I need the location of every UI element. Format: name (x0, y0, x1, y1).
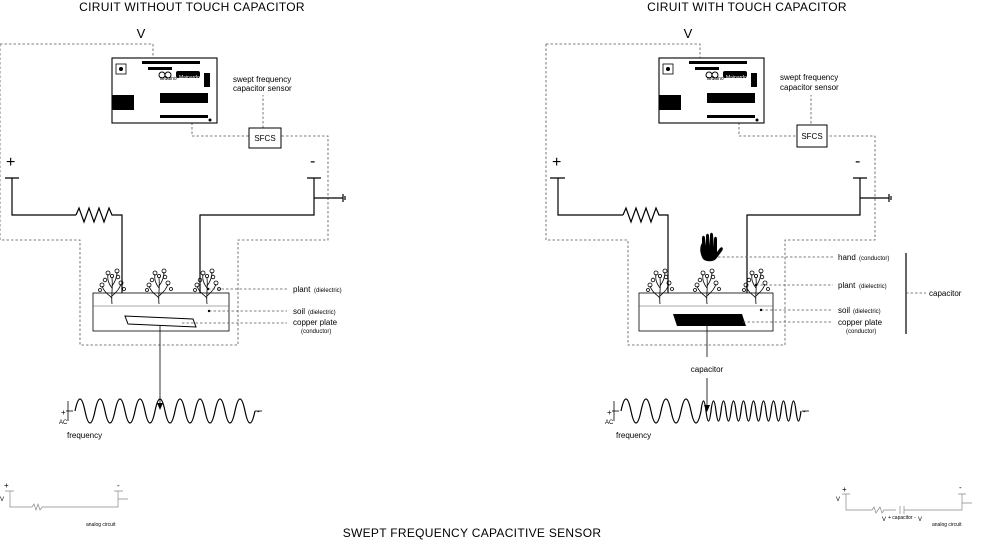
left-mini-circuit (5, 490, 128, 512)
left-resistor (75, 206, 123, 320)
right-copper-plate (673, 314, 746, 326)
left-sensor-label-1: swept frequency (233, 75, 291, 84)
left-soil-label: soil (293, 307, 305, 316)
right-sfcs-link (738, 118, 797, 137)
right-minus-terminal: - (855, 153, 860, 170)
right-ac-minus: - (803, 407, 806, 416)
right-diagram: CIRUIT WITH TOUCH CAPACITOR V arduino Ma… (545, 0, 972, 528)
left-sfcs-label: SFCS (254, 134, 275, 143)
right-sfcs-label: SFCS (801, 132, 822, 141)
left-copper-sub: (conductor) (301, 329, 331, 335)
left-ac-plus: + (61, 408, 66, 417)
left-arduino-board (111, 57, 218, 124)
right-mini-circuit (842, 493, 972, 514)
left-mini-v: V (0, 497, 4, 503)
left-analog-label: analog circuit (86, 522, 116, 528)
left-plant-sub: (dielectric) (314, 288, 342, 294)
right-frequency-wave (620, 398, 802, 424)
right-mini-v3: V (918, 517, 922, 523)
left-frequency-label: frequency (67, 431, 102, 440)
left-mini-plus: + (4, 481, 9, 490)
bottom-title: SWEPT FREQUENCY CAPACITIVE SENSOR (343, 526, 602, 540)
left-ground (314, 194, 346, 202)
right-ground (860, 194, 892, 202)
right-resistor (622, 206, 669, 318)
right-analog-label: analog circuit (932, 522, 962, 528)
right-mini-plus: + (842, 485, 847, 494)
left-mini-minus: - (117, 481, 120, 490)
right-mini-minus: - (959, 483, 962, 492)
right-soil-label: soil (838, 306, 850, 315)
right-copper-sub: (conductor) (846, 329, 876, 335)
right-ac-label: AC (605, 420, 614, 426)
right-board-badge: Mainardo (726, 75, 747, 81)
right-voltage-label: V (684, 26, 693, 41)
right-title: CIRUIT WITH TOUCH CAPACITOR (647, 0, 847, 14)
left-ac-label: AC (59, 420, 68, 426)
left-soil-sub: (dielectric) (308, 310, 336, 316)
right-plant-sub: (dielectric) (859, 284, 887, 290)
left-ac-minus: - (257, 407, 260, 416)
left-copper-plate (124, 315, 197, 328)
right-plus-terminal: + (552, 154, 561, 171)
right-board-brand: arduino (707, 76, 724, 82)
right-negative-wire (746, 177, 867, 318)
left-voltage-label: V (137, 26, 146, 41)
right-sensor-label-1: swept frequency (780, 73, 838, 82)
left-dashed-boundary (0, 43, 329, 346)
right-soil-sub: (dielectric) (853, 309, 881, 315)
left-sfcs-box (248, 127, 282, 149)
left-plus-terminal: + (6, 154, 15, 171)
capacitor-bracket-label: capacitor (929, 289, 962, 298)
left-sfcs-link (191, 118, 249, 137)
left-frequency-wave (74, 398, 256, 424)
right-frequency-label: frequency (616, 431, 651, 440)
right-dashed-boundary (545, 43, 876, 346)
right-positive-wire (550, 177, 623, 216)
right-arduino-board (658, 57, 765, 124)
left-negative-wire (199, 177, 321, 320)
right-ac-plus: + (607, 408, 612, 417)
left-title: CIRUIT WITHOUT TOUCH CAPACITOR (79, 0, 305, 14)
right-mini-capacitor-label: + capacitor - (888, 515, 916, 521)
right-sfcs-box (796, 124, 828, 148)
right-hand-sub: (conductor) (859, 256, 889, 262)
left-diagram: CIRUIT WITHOUT TOUCH CAPACITOR V arduino… (0, 0, 346, 528)
left-board-badge: Mainardo (179, 75, 200, 81)
right-sensor-label-2: capacitor sensor (780, 83, 839, 92)
right-plant-label: plant (838, 281, 856, 290)
right-mini-v: V (836, 497, 840, 503)
left-positive-wire (5, 177, 76, 216)
right-mini-v2: V (882, 517, 886, 523)
left-sensor-label-2: capacitor sensor (233, 84, 292, 93)
hand-icon (700, 232, 723, 262)
right-capacitor-label: capacitor (691, 365, 724, 374)
left-plant-label: plant (293, 285, 311, 294)
right-copper-label: copper plate (838, 318, 883, 327)
left-board-brand: arduino (160, 76, 177, 82)
right-hand-label: hand (838, 253, 856, 262)
left-minus-terminal: - (310, 153, 315, 170)
left-copper-label: copper plate (293, 318, 338, 327)
